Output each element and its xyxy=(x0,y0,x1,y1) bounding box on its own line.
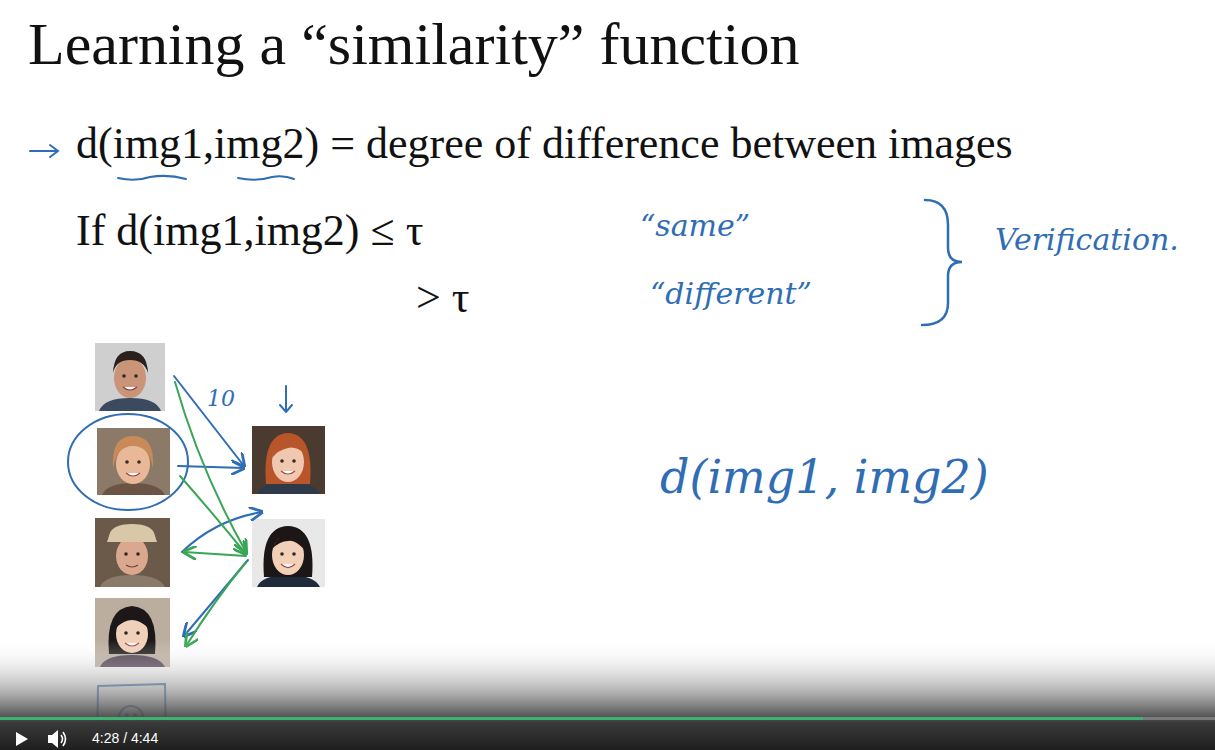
face-photo xyxy=(280,459,284,463)
pen-marks xyxy=(184,552,246,556)
face-photo xyxy=(99,398,161,411)
face-photo xyxy=(252,426,325,494)
pen-marks xyxy=(922,200,962,325)
face-photo xyxy=(107,524,157,542)
face-photo xyxy=(122,374,126,378)
handwritten-note: “different” xyxy=(650,276,812,312)
face-photo xyxy=(126,473,140,476)
face-photo xyxy=(116,537,148,575)
face-photo xyxy=(116,614,148,628)
pen-marks xyxy=(175,382,246,552)
face-photo xyxy=(136,631,140,635)
pen-marks xyxy=(68,414,188,510)
pen-marks xyxy=(118,176,186,180)
video-time: 4:28 / 4:44 xyxy=(92,730,158,747)
pen-marks xyxy=(280,386,292,412)
face-photo xyxy=(95,343,165,411)
callout-number: 10 xyxy=(204,386,238,412)
face-photo xyxy=(97,428,170,495)
face-photo xyxy=(97,428,170,495)
face-photo xyxy=(126,565,138,567)
handwritten-note: d(img1, img2) xyxy=(660,450,989,505)
video-controls xyxy=(0,640,1215,750)
face-photo xyxy=(124,631,128,635)
slide-text: > τ xyxy=(416,272,470,325)
face-photo xyxy=(102,483,165,495)
handwritten-note: Verification. xyxy=(995,222,1179,258)
pen-marks xyxy=(182,512,262,552)
video-controls xyxy=(0,717,1215,720)
face-photo xyxy=(134,374,138,378)
slide-title: Learning a “similarity” function xyxy=(28,8,799,80)
face-photo xyxy=(95,518,170,587)
face-photo xyxy=(125,460,129,464)
face-photo xyxy=(264,526,313,577)
face-photo xyxy=(272,534,304,549)
video-controls xyxy=(48,730,58,748)
pen-marks xyxy=(178,466,244,468)
face-photo xyxy=(113,351,148,373)
face-photo xyxy=(95,518,170,587)
face-photo xyxy=(114,358,146,398)
slide-text: If d(img1,img2) ≤ τ xyxy=(76,205,423,258)
face-photo xyxy=(252,519,325,587)
face-photo xyxy=(265,433,310,484)
face-photo xyxy=(281,564,295,568)
face-photo xyxy=(292,459,296,463)
face-photo xyxy=(100,575,165,587)
handwritten-note: “same” xyxy=(640,208,750,244)
pen-marks xyxy=(186,562,246,646)
face-photo xyxy=(124,552,128,556)
face-photo xyxy=(272,440,305,458)
face-photo xyxy=(113,436,153,468)
face-photo xyxy=(137,460,141,464)
face-photo xyxy=(292,552,296,556)
video-controls xyxy=(0,640,1215,750)
video-controls xyxy=(16,732,28,746)
slide-text: d(img1,img2) = degree of difference betw… xyxy=(76,118,1013,171)
pen-marks xyxy=(174,376,244,466)
face-photo xyxy=(272,535,304,575)
pen-marks xyxy=(30,145,58,157)
face-photo xyxy=(252,519,325,587)
face-photo xyxy=(136,552,140,556)
face-photo xyxy=(252,426,325,494)
face-photo xyxy=(281,471,295,474)
pen-marks xyxy=(68,376,292,646)
pen-marks xyxy=(180,476,246,554)
video-controls xyxy=(0,717,1143,720)
face-photo xyxy=(123,387,137,390)
face-photo xyxy=(95,343,165,411)
face-photo xyxy=(280,552,284,556)
pen-marks xyxy=(30,145,962,325)
pen-marks xyxy=(238,176,294,179)
video-controls xyxy=(61,732,66,746)
